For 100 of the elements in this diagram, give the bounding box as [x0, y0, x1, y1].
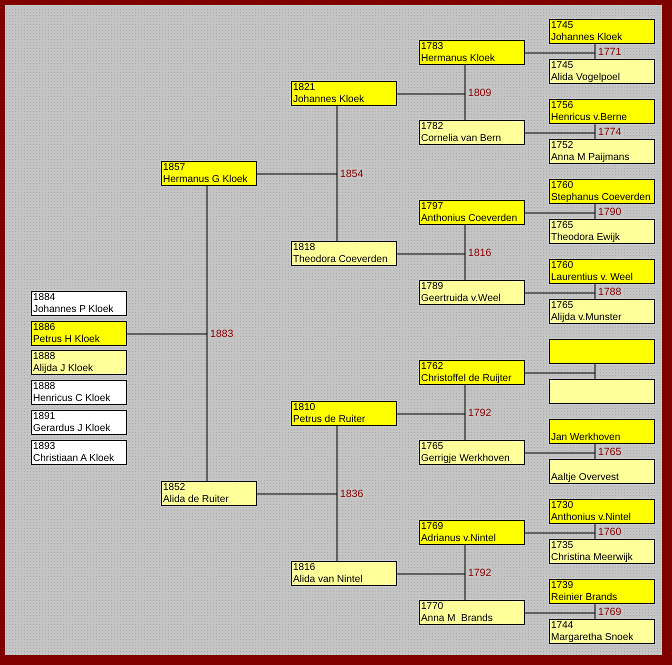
marriage-year: 1769 [597, 606, 622, 618]
birth-year: 1789 [421, 281, 444, 292]
person-box [419, 440, 525, 465]
person-name: Henricus C Kloek [33, 392, 110, 404]
person-box [31, 440, 127, 465]
family-line [396, 254, 466, 280]
marriage-year: 1836 [339, 488, 364, 500]
person-box [31, 350, 127, 375]
birth-year: 1770 [421, 601, 444, 612]
birth-year: 1769 [421, 521, 444, 532]
person-box [549, 419, 655, 444]
person-box [549, 619, 655, 644]
birth-year: 1745 [551, 20, 574, 32]
person-name: Gerardus J Kloek [33, 422, 110, 434]
person-name: Jan Werkhoven [551, 432, 620, 443]
marriage-year: 1788 [597, 286, 622, 298]
birth-year: 1797 [421, 201, 444, 212]
family-line [524, 452, 596, 460]
person-box [31, 410, 127, 435]
person-box [419, 280, 525, 305]
birth-year: 1888 [33, 351, 56, 362]
person-name: Theodora Coeverden [293, 254, 388, 265]
birth-year: 1760 [551, 180, 574, 192]
family-line [524, 212, 596, 220]
person-name: Alida de Ruiter [163, 494, 229, 505]
birth-year: 1816 [293, 562, 316, 574]
person-box [31, 321, 127, 346]
person-name: Cornelia van Bern [421, 132, 502, 144]
person-box [549, 579, 655, 604]
birth-year: 1810 [293, 402, 316, 414]
birth-year: 1886 [33, 322, 56, 334]
person-box [549, 139, 655, 164]
family-line [524, 132, 596, 140]
person-name: Anna M Brands [421, 612, 493, 624]
family-line [524, 292, 596, 300]
person-name: Christoffel de Ruijter [421, 372, 512, 384]
person-name: Christina Meerwijk [551, 552, 633, 563]
birth-year: 1735 [551, 540, 574, 552]
birth-year: 1745 [551, 60, 574, 72]
person-box [291, 401, 397, 426]
birth-year: 1752 [551, 140, 574, 152]
person-name: Alida van Nintel [293, 574, 362, 585]
family-line [396, 574, 466, 600]
person-box [549, 59, 655, 84]
person-box [549, 179, 655, 204]
person-name: Laurentius v. Weel [551, 272, 633, 283]
person-name: Alijda J Kloek [33, 362, 94, 374]
marriage-year: 1774 [597, 126, 622, 138]
family-line [126, 334, 208, 482]
person-box [549, 339, 655, 364]
person-box [31, 380, 127, 405]
birth-year: 1762 [421, 361, 444, 372]
birth-year: 1765 [421, 441, 444, 452]
birth-year: 1891 [33, 411, 56, 422]
person-box [549, 499, 655, 524]
person-name: Alida Vogelpoel [551, 72, 620, 83]
birth-year: 1760 [551, 260, 574, 272]
person-name: Henricus v.Berne [551, 112, 627, 123]
person-name: Anthonius v.Nintel [551, 512, 631, 523]
person-box [549, 379, 655, 404]
person-box [291, 241, 397, 266]
birth-year: 1884 [33, 292, 56, 304]
marriage-year: 1792 [467, 566, 492, 578]
person-box [291, 81, 397, 106]
person-name: Reinier Brands [551, 592, 618, 603]
family-line [524, 532, 596, 540]
marriage-year: 1792 [467, 406, 492, 418]
marriage-year: 1816 [467, 246, 492, 258]
birth-year: 1782 [421, 121, 444, 132]
marriage-year: 1854 [339, 168, 364, 180]
birth-year: 1857 [163, 162, 186, 174]
person-name: Petrus de Ruiter [293, 414, 366, 425]
birth-year: 1888 [33, 381, 56, 392]
birth-year: 1744 [551, 620, 574, 632]
person-box [549, 99, 655, 124]
person-name: Johannes P Kloek [33, 304, 114, 315]
person-name: Anthonius Coeverden [421, 212, 518, 224]
birth-year: 1821 [293, 82, 316, 94]
family-line [524, 612, 596, 620]
person-name: Christiaan A Kloek [33, 452, 114, 464]
person-box [161, 161, 257, 186]
birth-year: 1783 [421, 41, 444, 52]
marriage-year: 1765 [597, 446, 622, 458]
person-name: Petrus H Kloek [33, 334, 100, 345]
person-box [419, 120, 525, 145]
family-line [396, 94, 466, 120]
person-name: Adrianus v.Nintel [421, 532, 496, 544]
marriage-year: 1771 [597, 46, 622, 58]
person-name: Hermanus G Kloek [163, 174, 248, 185]
birth-year: 1818 [293, 242, 316, 254]
person-name: Geertruida v.Weel [421, 292, 501, 304]
person-box [161, 481, 257, 506]
family-line [524, 372, 596, 380]
person-box [419, 600, 525, 625]
birth-year: 1893 [33, 441, 56, 452]
person-name: Stephanus Coeverden [551, 192, 651, 203]
person-box [419, 520, 525, 545]
family-line [396, 414, 466, 440]
birth-year: 1739 [551, 580, 574, 592]
person-box [549, 219, 655, 244]
